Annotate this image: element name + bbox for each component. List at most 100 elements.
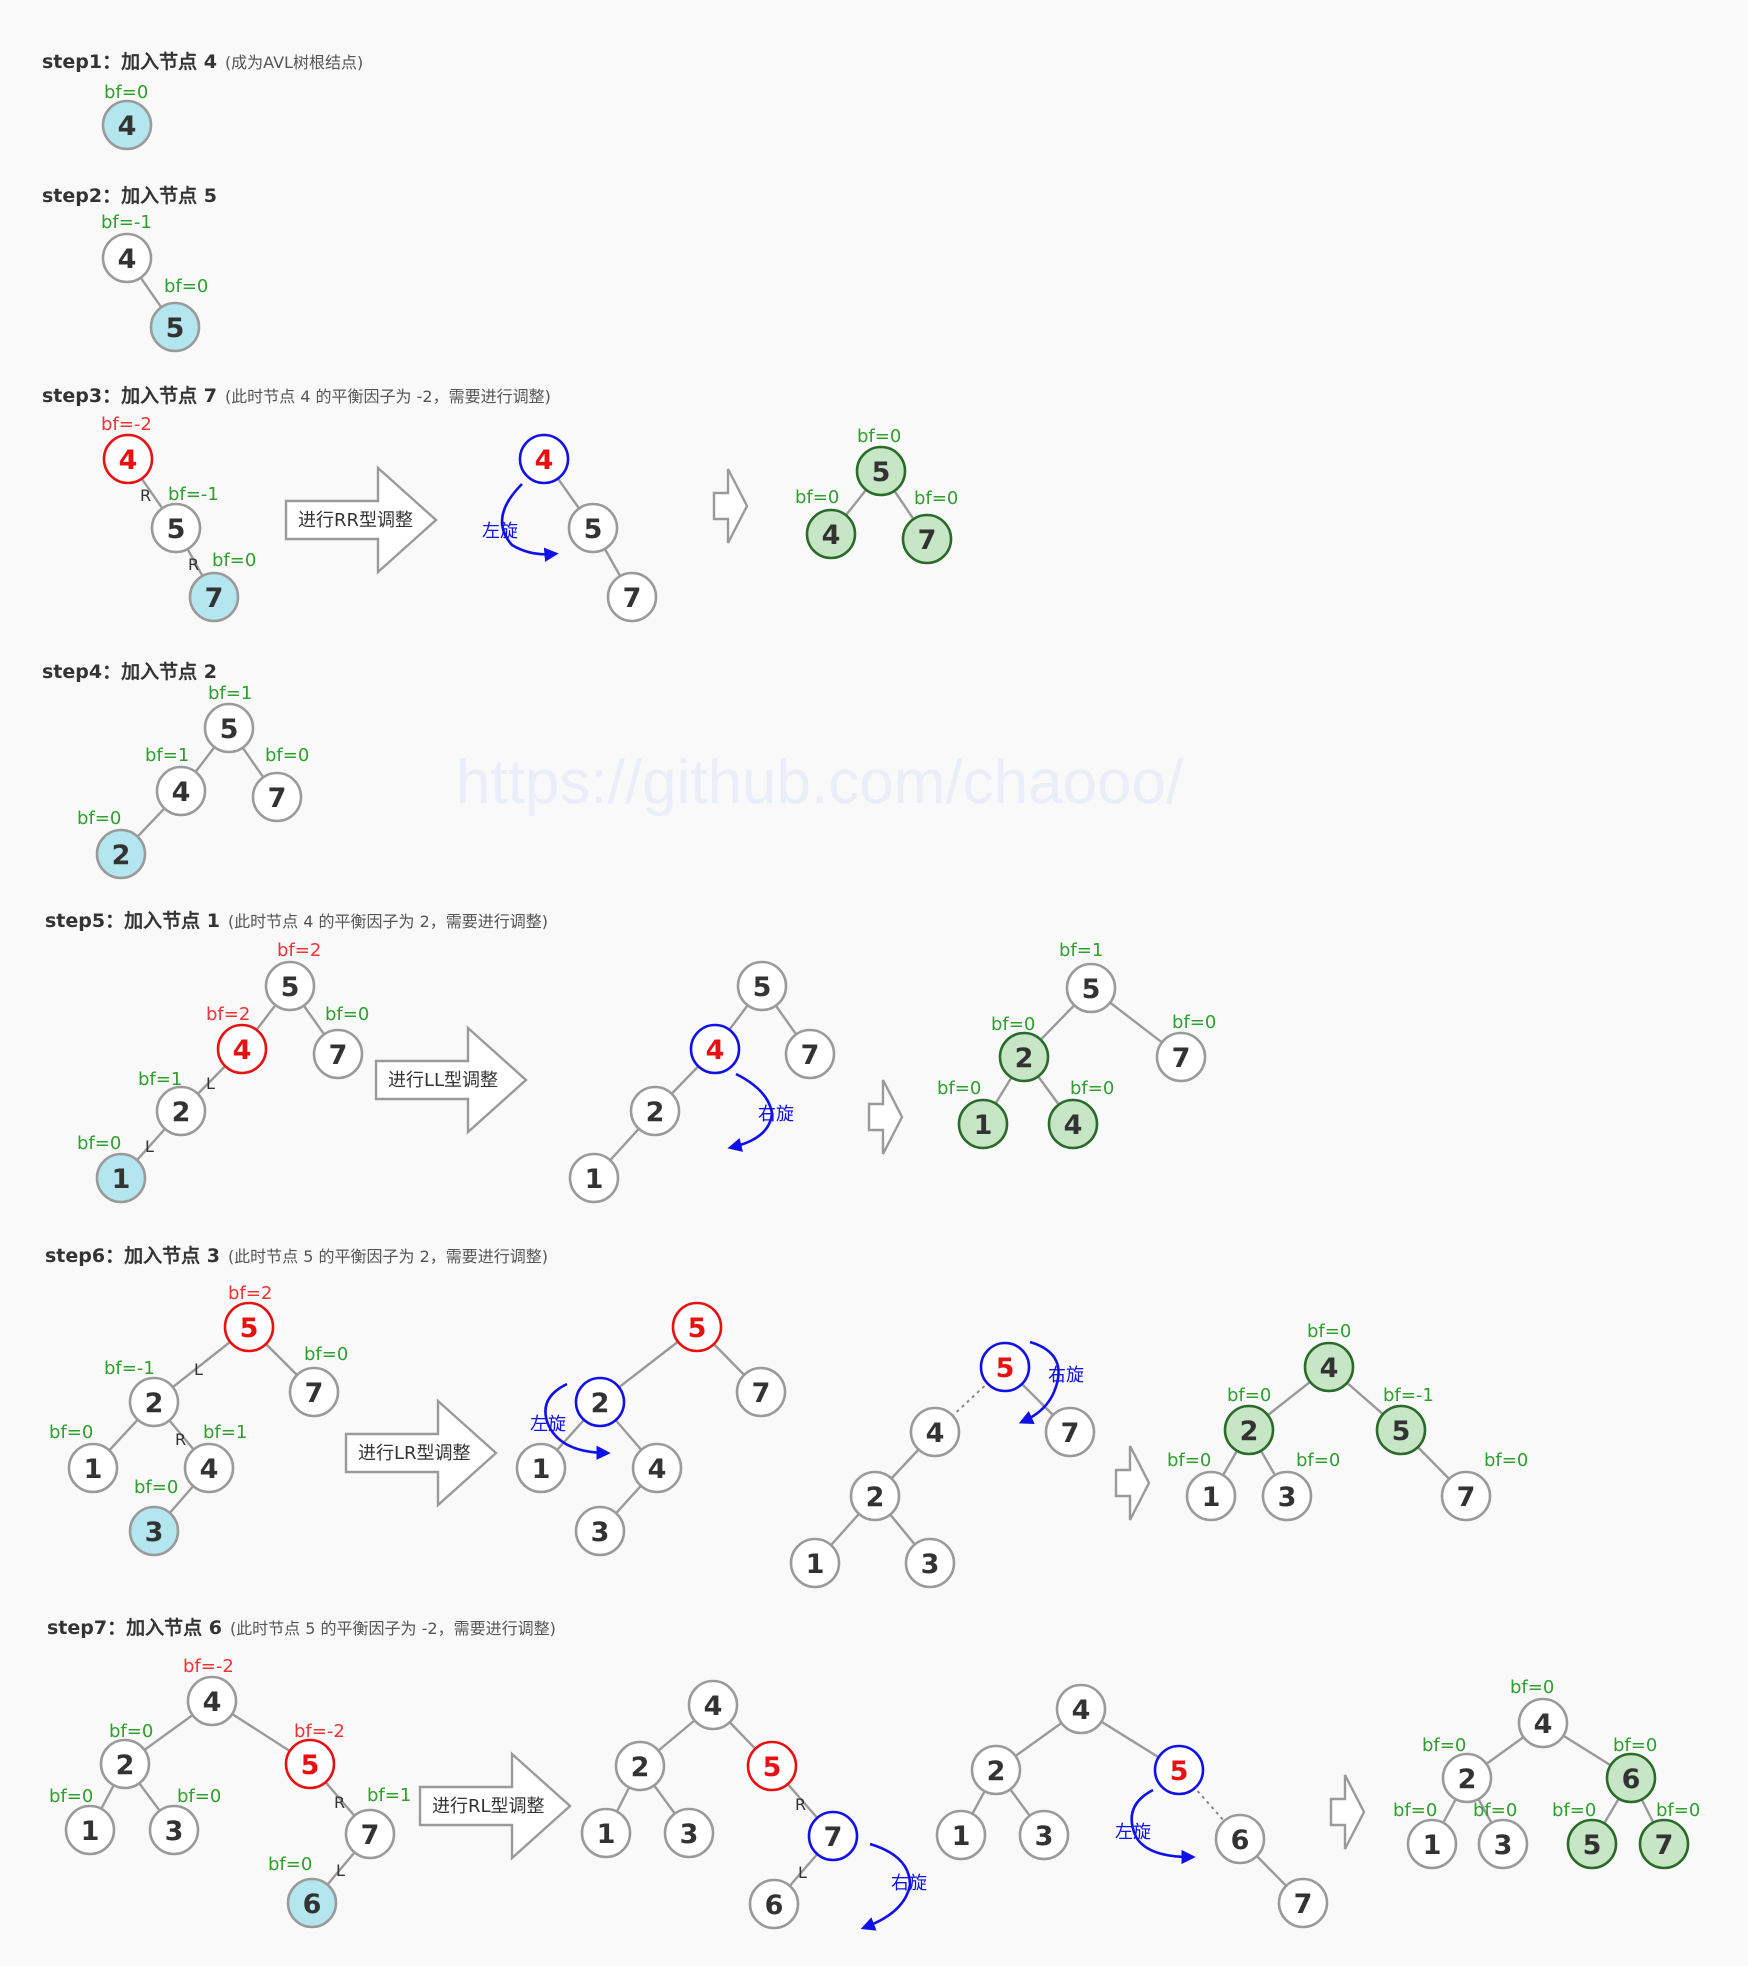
bf-label: bf=0	[164, 276, 208, 297]
step7-mid1-node-3-circle	[663, 1807, 715, 1859]
step7-mid1-node-5-label: 5	[763, 1752, 782, 1783]
bf-label: bf=0	[1613, 1735, 1657, 1756]
direction-right-label: R	[188, 555, 199, 574]
bf-label: bf=0	[857, 426, 901, 447]
step4-title: step4：加入节点 2	[42, 661, 217, 683]
step5-mid-node-1-circle	[568, 1152, 620, 1204]
bf-label: bf=0	[134, 1477, 178, 1498]
step7-node-6-circle	[286, 1877, 338, 1929]
step4-node-2-circle	[95, 828, 147, 880]
direction-left-label: L	[336, 1861, 345, 1880]
bf-label: bf=2	[277, 940, 321, 961]
direction-right-label: R	[175, 1430, 186, 1449]
step6-mid1-node-3-circle	[574, 1505, 626, 1557]
bf-label: bf=0	[1167, 1450, 1211, 1471]
step6-res-node-2-label: 2	[1240, 1416, 1259, 1447]
step7-node-7-label: 7	[361, 1820, 380, 1851]
step5-mid-node-2-label: 2	[646, 1097, 665, 1128]
step6-mid1-node-2-label: 2	[591, 1388, 610, 1419]
step6-res-node-4-circle	[1303, 1341, 1355, 1393]
step6-node-2-circle	[128, 1376, 180, 1428]
step7-mid1-node-3-label: 3	[680, 1819, 699, 1850]
bf-label: bf=1	[1059, 940, 1103, 961]
direction-right-label: R	[140, 486, 151, 505]
step6-node-5-label: 5	[240, 1313, 259, 1344]
bf-label: bf=0	[1070, 1078, 1114, 1099]
bf-label: bf=1	[145, 745, 189, 766]
step6-mid2-node-1-circle	[789, 1537, 841, 1589]
step6-node-4-circle	[183, 1442, 235, 1494]
step7-mid1-node-7-circle	[807, 1810, 859, 1862]
step7-res-node-1-circle	[1406, 1818, 1458, 1870]
step6-res-node-4-label: 4	[1320, 1353, 1339, 1384]
step6-res-node-3-label: 3	[1278, 1482, 1297, 1513]
bf-label: bf=0	[1473, 1800, 1517, 1821]
step6-title: step6：加入节点 3(此时节点 5 的平衡因子为 2，需要进行调整)	[45, 1245, 548, 1267]
bf-label: bf=-1	[104, 1358, 155, 1379]
step7-res-node-3-label: 3	[1494, 1830, 1513, 1861]
step5-node-2-label: 2	[172, 1097, 191, 1128]
step7-mid1-node-6-label: 6	[765, 1890, 784, 1921]
step5-mid-node-4-label: 4	[706, 1035, 725, 1066]
step5-mid-node-7-label: 7	[801, 1040, 820, 1071]
step7-mid2-node-1-label: 1	[952, 1821, 971, 1852]
step7-res-node-2-circle	[1441, 1752, 1493, 1804]
step6-left-rotation-label: 左旋	[530, 1414, 566, 1435]
bf-label: bf=0	[177, 1786, 221, 1807]
step3-node-7-circle	[188, 571, 240, 623]
step3-res-node-4-label: 4	[822, 520, 841, 551]
step7-rl-adjust-arrow-label: 进行RL型调整	[432, 1796, 545, 1817]
bf-label: bf=0	[1552, 1800, 1596, 1821]
step5-node-1-label: 1	[112, 1164, 131, 1195]
step6-mid1-node-5-label: 5	[688, 1313, 707, 1344]
step5-node-7-circle	[312, 1028, 364, 1080]
bf-label: bf=0	[1227, 1385, 1271, 1406]
step7-node-6-label: 6	[303, 1889, 322, 1920]
step6-res-node-7-circle	[1440, 1470, 1492, 1522]
step6-mid1-node-4-circle	[631, 1442, 683, 1494]
step6-mid2-node-4-label: 4	[926, 1418, 945, 1449]
step5-res-node-4-label: 4	[1064, 1110, 1083, 1141]
bf-label: bf=1	[367, 1785, 411, 1806]
step7-node-1-label: 1	[81, 1816, 100, 1847]
step5-mid-node-7-circle	[784, 1028, 836, 1080]
step5-res-node-4-circle	[1047, 1098, 1099, 1150]
bf-label: bf=-1	[101, 212, 152, 233]
step6-mid2-node-3-circle	[904, 1537, 956, 1589]
step5-res-node-7-circle	[1155, 1031, 1207, 1083]
step6-node-1-label: 1	[84, 1454, 103, 1485]
bf-label: bf=0	[1296, 1450, 1340, 1471]
step6-mid2-node-5-label: 5	[996, 1353, 1015, 1384]
step1-node-4-label: 4	[118, 111, 137, 142]
step3-left-rotation-arrow	[500, 483, 559, 562]
step7-mid2-node-5-label: 5	[1170, 1756, 1189, 1787]
direction-left-label: L	[206, 1074, 215, 1093]
step7-res-node-6-circle	[1605, 1752, 1657, 1804]
bf-label: bf=-2	[294, 1721, 345, 1742]
bf-label: bf=1	[138, 1069, 182, 1090]
step3-rr-adjust-arrow	[284, 465, 438, 575]
bf-label: bf=2	[206, 1004, 250, 1025]
bf-label: bf=0	[268, 1854, 312, 1875]
step5-res-node-5-label: 5	[1082, 974, 1101, 1005]
step3-res-node-5-label: 5	[872, 457, 891, 488]
step5-res-node-2-circle	[998, 1031, 1050, 1083]
arrows-and-labels: bf=0bf=-1bf=0bf=-2bf=-1bf=0RR进行RR型调整左旋bf…	[49, 82, 1700, 1931]
step7-mid1-node-2-label: 2	[631, 1752, 650, 1783]
step6-node-7-label: 7	[305, 1378, 324, 1409]
step7-mid2-node-4-label: 4	[1072, 1695, 1091, 1726]
step7-mid2-node-3-circle	[1018, 1809, 1070, 1861]
bf-label: bf=0	[77, 1133, 121, 1154]
step4-node-5-circle	[203, 702, 255, 754]
step3-mid-node-7-label: 7	[623, 583, 642, 614]
step6-right-rotation-arrow	[1018, 1340, 1060, 1424]
bf-label: bf=0	[1510, 1677, 1554, 1698]
direction-left-label: L	[798, 1863, 807, 1882]
bf-label: bf=0	[304, 1344, 348, 1365]
step7-mid2-node-6-circle	[1214, 1813, 1266, 1865]
step6-node-2-label: 2	[145, 1388, 164, 1419]
step7-res-node-7-label: 7	[1655, 1830, 1674, 1861]
step5-res-node-7-label: 7	[1172, 1043, 1191, 1074]
step3-node-4-label: 4	[119, 445, 138, 476]
step6-lr-adjust-arrow-label: 进行LR型调整	[358, 1443, 471, 1464]
